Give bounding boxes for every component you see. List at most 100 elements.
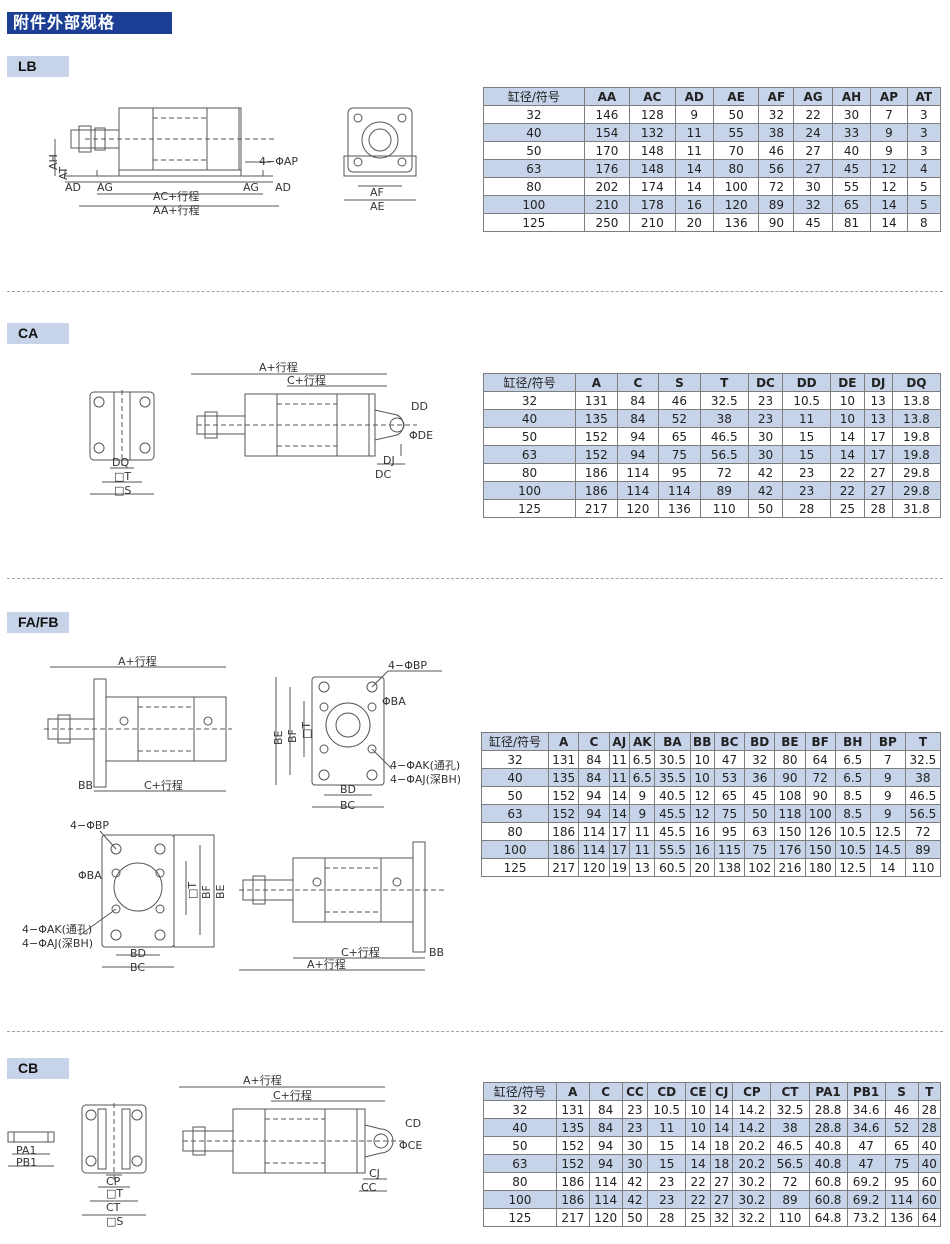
table-cell: 20.2 (732, 1154, 772, 1173)
table-cell: 125 (482, 499, 577, 518)
lb-ag-label: AG (97, 181, 113, 194)
table-cell: 135 (575, 409, 618, 428)
table-header-cell: AG (793, 87, 833, 106)
table-cell: 114 (588, 1190, 623, 1209)
fb-bd-label: BD (130, 947, 146, 960)
table-cell: 100 (482, 481, 577, 500)
table-cell: 94 (588, 1136, 623, 1155)
table-cell: 23 (621, 1118, 649, 1137)
fb-bc-label: BC (130, 961, 145, 974)
table-header-cell: A (548, 732, 580, 751)
table-cell: 114 (616, 463, 660, 482)
table-cell: 100 (712, 177, 760, 196)
table-cell: 25 (830, 499, 865, 518)
table-cell: 10 (689, 750, 715, 769)
table-cell: 17 (863, 445, 893, 464)
table-header-cell: AE (712, 87, 760, 106)
fb-a-stroke-label: A+行程 (307, 958, 346, 971)
cb-side-drawing: A+行程 C+行程 CD ΦCE CJ CC (175, 1073, 435, 1199)
table-cell: 23 (647, 1172, 687, 1191)
ca-c-stroke-label: C+行程 (287, 374, 326, 387)
table-cell: 50 (480, 786, 550, 805)
lb-at-label: AT (57, 166, 70, 180)
cb-end-drawing: CP □T CT □S (78, 1103, 158, 1227)
table-cell: 32 (483, 105, 585, 124)
table-cell: 114 (578, 822, 610, 841)
table-cell: 89 (758, 195, 795, 214)
cb-ct-label: CT (106, 1201, 121, 1214)
table-cell: 17 (608, 840, 631, 859)
table-cell: 132 (629, 123, 676, 142)
table-cell: 186 (548, 822, 580, 841)
table-cell: 14 (709, 1118, 734, 1137)
fa-bp-label: 4−ΦBP (388, 659, 427, 672)
table-cell: 14 (674, 159, 714, 178)
table-cell: 47 (846, 1136, 886, 1155)
table-cell: 8.5 (834, 804, 871, 823)
fa-side-drawing: A+行程 BB C+行程 (44, 655, 234, 795)
fb-t-label: □T (186, 882, 199, 899)
table-cell: 33 (831, 123, 872, 142)
table-cell: 210 (629, 213, 676, 232)
table-cell: 131 (555, 1100, 590, 1119)
table-cell: 22 (685, 1172, 711, 1191)
ca-dj-label: DJ (383, 454, 395, 467)
table-cell: 42 (747, 481, 784, 500)
table-cell: 216 (774, 858, 806, 877)
lb-end-drawing: AF AE (340, 106, 420, 212)
table-cell: 32.5 (770, 1100, 810, 1119)
table-cell: 152 (548, 786, 580, 805)
table-cell: 10 (830, 391, 865, 410)
table-cell: 15 (782, 445, 832, 464)
cb-pb1-label: PB1 (16, 1156, 37, 1169)
table-cell: 32.5 (699, 391, 749, 410)
table-cell: 154 (583, 123, 631, 142)
table-cell: 55.5 (654, 840, 691, 859)
table-cell: 3 (906, 105, 942, 124)
table-cell: 75 (713, 804, 746, 823)
section-label-cb: CB (7, 1058, 69, 1079)
table-cell: 40 (917, 1136, 942, 1155)
table-cell: 50 (712, 105, 760, 124)
table-cell: 30.2 (732, 1190, 772, 1209)
table-cell: 84 (578, 768, 610, 787)
table-cell: 32 (793, 195, 833, 214)
cb-cd-label: CD (405, 1117, 421, 1130)
table-header-cell: 缸径/符号 (483, 1082, 557, 1101)
table-cell: 72 (770, 1172, 810, 1191)
table-header-cell: AF (758, 87, 795, 106)
table-header-cell: S (658, 373, 701, 392)
table-cell: 28 (917, 1100, 942, 1119)
table-header-cell: BD (744, 732, 776, 751)
table-cell: 46 (758, 141, 795, 160)
table-cell: 7 (869, 750, 906, 769)
table-header-cell: DD (782, 373, 832, 392)
table-cell: 28 (647, 1208, 687, 1227)
table-cell: 24 (793, 123, 833, 142)
table-cell: 180 (804, 858, 836, 877)
table-header-cell: BH (834, 732, 871, 751)
table-cell: 19.8 (891, 445, 942, 464)
table-cell: 40 (480, 768, 550, 787)
table-cell: 52 (884, 1118, 919, 1137)
table-cell: 131 (575, 391, 618, 410)
table-cell: 28.8 (808, 1100, 848, 1119)
table-cell: 136 (884, 1208, 919, 1227)
table-cell: 114 (616, 481, 660, 500)
cb-a-stroke-label: A+行程 (243, 1074, 282, 1087)
table-cell: 20 (674, 213, 714, 232)
table-cell: 152 (575, 445, 618, 464)
table-header-cell: 缸径/符号 (480, 732, 550, 751)
table-header-cell: AP (870, 87, 908, 106)
table-cell: 152 (555, 1154, 590, 1173)
page-title: 附件外部规格 (7, 12, 172, 34)
table-cell: 186 (575, 463, 618, 482)
